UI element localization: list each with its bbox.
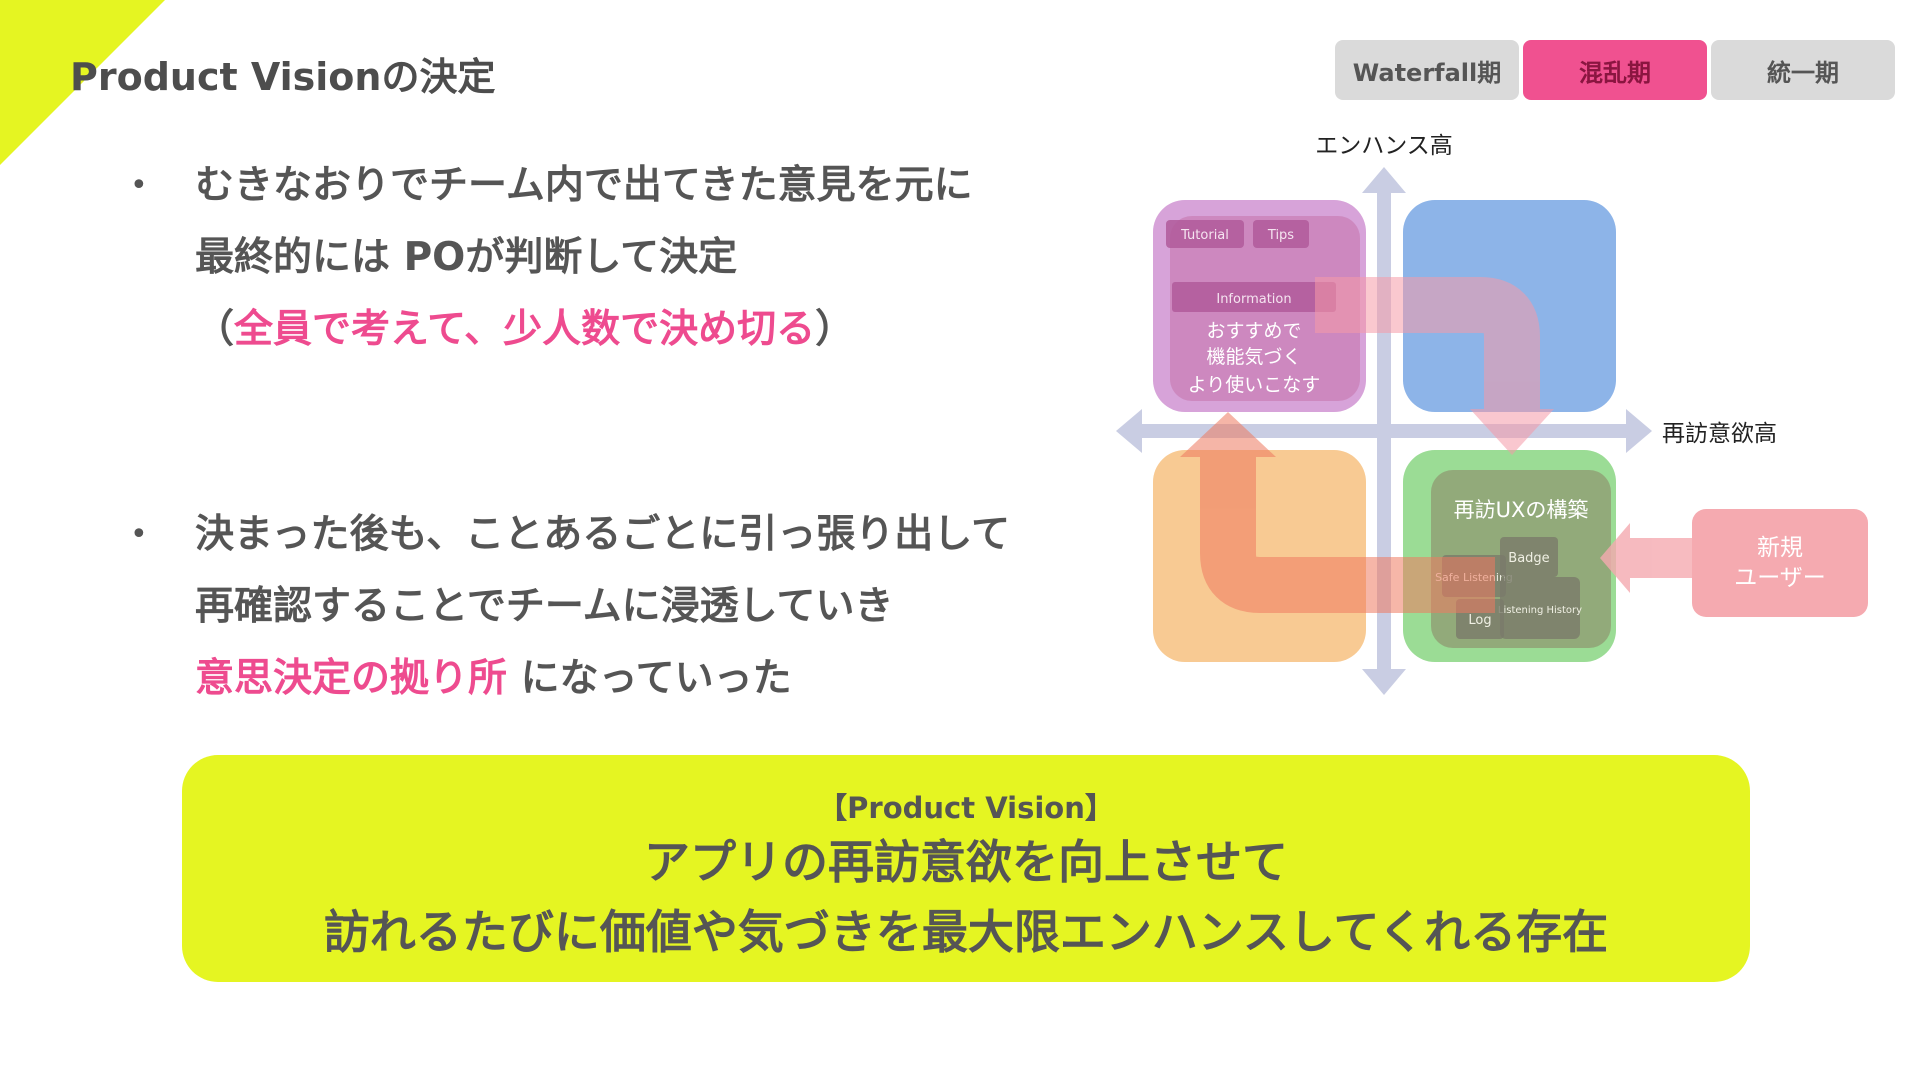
chip-listening-history-label: Listening History xyxy=(1498,605,1582,616)
new-user-text-2: ユーザー xyxy=(1734,565,1826,591)
bullet-2-line-2: 再確認することでチームに浸透していき xyxy=(195,584,894,629)
bullet-dot: • xyxy=(130,168,148,203)
chip-tips xyxy=(1253,220,1309,248)
product-vision-banner: 【Product Vision】 アプリの再訪意欲を向上させて 訪れるたびに価値… xyxy=(182,755,1750,982)
bullet-2-line-1: 決まった後も、ことあるごとに引っ張り出して xyxy=(195,512,1011,557)
page-title: Product Visionの決定 xyxy=(70,55,496,99)
bullet-2-line-3: 意思決定の拠り所 になっていった xyxy=(195,643,1070,715)
top-left-text-2: 機能気づく xyxy=(1206,346,1301,368)
highlight-foundation: 意思決定の拠り所 xyxy=(195,656,508,701)
top-left-text-3: より使いこなす xyxy=(1188,374,1321,396)
chip-tutorial-label: Tutorial xyxy=(1180,228,1229,243)
chip-listening-history xyxy=(1500,577,1580,639)
vision-line-1: アプリの再訪意欲を向上させて xyxy=(644,835,1288,889)
y-axis-label: エンハンス高 xyxy=(1315,133,1453,159)
bullet-item-1: • むきなおりでチーム内で出てきた意見を元に 最終的には POが判断して決定 （… xyxy=(120,150,1070,366)
paren-open: （ xyxy=(195,307,235,352)
highlight-decide: 全員で考えて、少人数で決め切る xyxy=(234,307,816,352)
chip-tutorial xyxy=(1166,220,1244,248)
bullet-1-line-3: （全員で考えて、少人数で決め切る） xyxy=(195,294,1070,366)
bottom-right-title: 再訪UXの構築 xyxy=(1454,498,1589,522)
bullet-item-2: • 決まった後も、ことあるごとに引っ張り出して 再確認することでチームに浸透して… xyxy=(120,499,1070,715)
tab-unification[interactable]: 統一期 xyxy=(1711,40,1895,100)
flow-arrow-top-to-bottom xyxy=(1315,277,1554,455)
quadrant-bottom-left xyxy=(1153,450,1366,662)
vision-label: 【Product Vision】 xyxy=(818,791,1114,825)
x-axis-label: 再訪意欲高 xyxy=(1662,421,1777,447)
tab-waterfall[interactable]: Waterfall期 xyxy=(1335,40,1519,100)
flow-arrow-bottom-to-left xyxy=(1180,412,1495,613)
chip-badge xyxy=(1500,537,1558,577)
top-left-text-1: おすすめで xyxy=(1206,320,1301,342)
vision-line-2: 訪れるたびに価値や気づきを最大限エンハンスしてくれる存在 xyxy=(323,905,1609,959)
information-bar xyxy=(1172,282,1336,312)
tab-confusion[interactable]: 混乱期 xyxy=(1523,40,1707,100)
bullet-dot: • xyxy=(130,517,148,552)
new-user-arrow xyxy=(1600,523,1695,593)
paren-close: ） xyxy=(815,307,855,352)
new-user-box xyxy=(1692,509,1868,617)
phase-tabs: Waterfall期 混乱期 統一期 xyxy=(1335,40,1895,100)
bullet-list: • むきなおりでチーム内で出てきた意見を元に 最終的には POが判断して決定 （… xyxy=(120,150,1070,715)
bullet-1-line-1: むきなおりでチーム内で出てきた意見を元に xyxy=(195,163,973,208)
bullet-2-line-3-rest: になっていった xyxy=(507,656,792,701)
bullet-1-line-2: 最終的には POが判断して決定 xyxy=(195,235,738,280)
chip-log-label: Log xyxy=(1468,613,1491,628)
quadrant-diagram: エンハンス高 再訪意欲高 Tutorial Tips Information お… xyxy=(1116,133,1868,695)
information-label: Information xyxy=(1216,292,1291,307)
chip-badge-label: Badge xyxy=(1508,551,1549,566)
new-user-text-1: 新規 xyxy=(1757,535,1803,561)
chip-tips-label: Tips xyxy=(1267,228,1294,243)
corner-accent xyxy=(0,0,165,165)
